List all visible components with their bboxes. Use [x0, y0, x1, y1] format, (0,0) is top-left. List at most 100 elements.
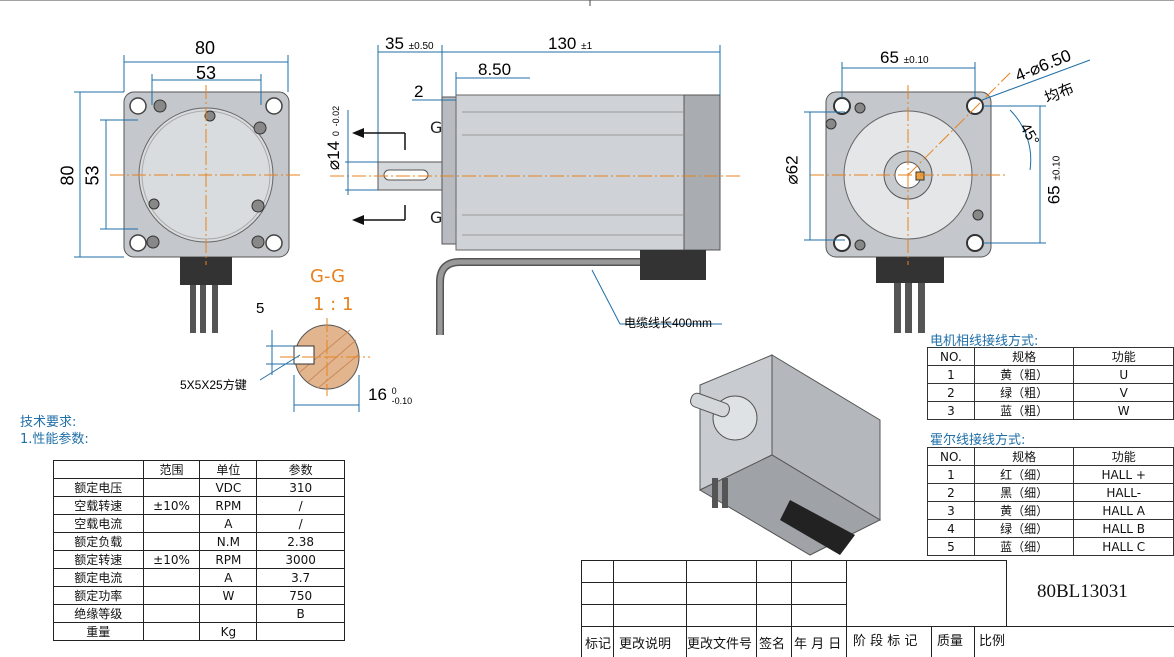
- section-scale: 1 : 1: [313, 294, 354, 315]
- shaft-length-tol: ±0.50: [408, 41, 434, 52]
- hall-cell: HALL C: [1073, 537, 1174, 556]
- tb-label-stage: 阶 段 标 记: [853, 634, 918, 649]
- hall-cell: HALL A: [1073, 501, 1174, 520]
- hall-cell: 3: [927, 501, 975, 520]
- spec-cell: RPM: [199, 496, 258, 515]
- hall-cell: 黄（细）: [973, 501, 1075, 520]
- shaft-length-dim: 35 ±0.50: [385, 34, 434, 54]
- spec-cell: ±10%: [142, 550, 201, 569]
- front-view: [74, 55, 300, 333]
- model-number: 80BL13031: [1037, 581, 1128, 602]
- bore-value: 62: [782, 155, 802, 175]
- phase-cell: 3: [927, 401, 975, 420]
- spec-cell: 3000: [256, 550, 345, 569]
- tb-label-mark: 标记: [585, 637, 612, 652]
- spec-cell: [142, 604, 201, 623]
- rear-top-value: 65: [880, 48, 899, 67]
- body-length-tol: ±1: [581, 41, 593, 52]
- spec-cell: 310: [256, 478, 345, 497]
- spec-header: 范围单位参数: [53, 460, 345, 479]
- rear-view: [804, 59, 1091, 333]
- spec-cell: A: [199, 514, 258, 533]
- spec-cell: 额定负载: [53, 532, 144, 551]
- tb-label-docno: 更改文件号: [687, 637, 753, 652]
- spec-cell: 空载电流: [53, 514, 144, 533]
- body-length-value: 130: [548, 34, 577, 53]
- section-tol-up: 0: [391, 385, 397, 396]
- rear-top-tol: ±0.10: [903, 55, 929, 66]
- title-block: 标记 更改说明 更改文件号 签名 年 月 日 阶 段 标 记 质量 比例 80B…: [581, 560, 1174, 657]
- phase-cell: 绿（粗）: [973, 383, 1075, 402]
- hall-cell: 1: [927, 465, 975, 484]
- hall-cell: HALL +: [1073, 465, 1174, 484]
- shaft-dia-value: 14: [324, 140, 344, 160]
- front-inner-height-dim: 53: [82, 165, 103, 186]
- phase-cell: 2: [927, 383, 975, 402]
- body-length-dim: 130 ±1: [548, 34, 592, 54]
- hall-header-cell: NO.: [927, 447, 975, 466]
- rear-top-dim: 65 ±0.10: [880, 48, 929, 68]
- tb-label-sign: 签名: [759, 637, 786, 652]
- rear-side-dim: 65 ±0.10: [1044, 156, 1064, 205]
- spec-cell: [142, 478, 201, 497]
- section-width-dim: 16 0-0.10: [368, 385, 412, 406]
- spec-cell: [142, 532, 201, 551]
- section-width-value: 16: [368, 385, 387, 404]
- spec-cell: ±10%: [142, 496, 201, 515]
- tech-subheading: 1.性能参数:: [20, 432, 89, 447]
- phase-header-cell: 功能: [1073, 347, 1174, 366]
- section-mark-top: G: [430, 118, 443, 137]
- tb-label-date: 年 月 日: [794, 637, 842, 652]
- hall-cell: 绿（细）: [973, 519, 1075, 538]
- spec-cell: A: [199, 568, 258, 587]
- spec-cell: 750: [256, 586, 345, 605]
- tech-heading: 技术要求:: [20, 415, 77, 430]
- hall-table-title: 霍尔线接线方式:: [930, 433, 1026, 448]
- spec-cell: 额定电流: [53, 568, 144, 587]
- flange-dim: 8.50: [478, 60, 512, 79]
- phase-header-cell: 规格: [973, 347, 1075, 366]
- phase-cell: W: [1073, 401, 1174, 420]
- spec-cell: [142, 586, 201, 605]
- phase-cell: U: [1073, 365, 1174, 384]
- shaft-length-value: 35: [385, 34, 404, 53]
- spec-cell: W: [199, 586, 258, 605]
- spec-cell: [199, 604, 258, 623]
- section-tol-dn: -0.10: [391, 395, 413, 406]
- hall-header-cell: 功能: [1073, 447, 1174, 466]
- spec-cell: VDC: [199, 478, 258, 497]
- hall-header: NO.规格功能: [927, 447, 1174, 466]
- hall-header-cell: 规格: [973, 447, 1075, 466]
- spec-header-cell: [53, 460, 144, 479]
- spec-header-cell: 范围: [142, 460, 201, 479]
- spec-cell: 重量: [53, 622, 144, 641]
- spec-cell: N.M: [199, 532, 258, 551]
- tb-label-scale: 比例: [979, 634, 1006, 649]
- shaft-dia-tol-dn: -0.02: [331, 105, 342, 127]
- cable-length-label: 电缆线长400mm: [624, 316, 713, 330]
- spec-cell: [142, 568, 201, 587]
- hall-cell: HALL-: [1073, 483, 1174, 502]
- spec-header-cell: 参数: [256, 460, 345, 479]
- key-label: 5X5X25方键: [180, 378, 247, 392]
- spec-row: 空载转速±10%RPM/: [53, 496, 345, 515]
- section-title: G-G: [310, 266, 346, 287]
- step-dim: 2: [414, 82, 424, 101]
- spec-cell: 额定功率: [53, 586, 144, 605]
- spec-cell: 2.38: [256, 532, 345, 551]
- front-inner-width-dim: 53: [196, 63, 217, 83]
